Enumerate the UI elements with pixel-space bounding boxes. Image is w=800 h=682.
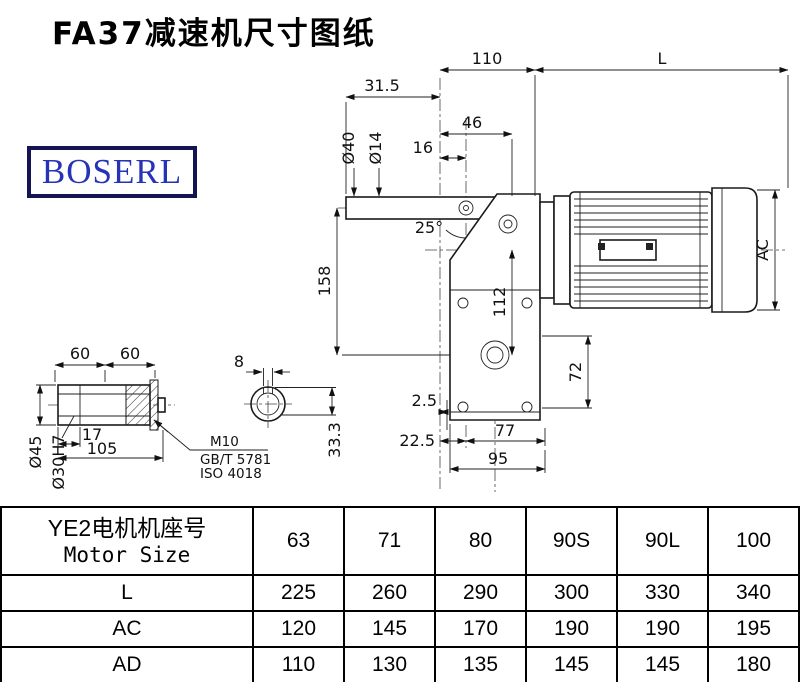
bushing-hatch <box>125 384 151 426</box>
dim-158: 158 <box>315 266 334 297</box>
dim-77: 77 <box>495 421 515 440</box>
cell: 145 <box>525 646 618 682</box>
engineering-drawing: 110 L 31.5 46 16 Ø40 Ø14 25° 158 1 <box>26 49 789 492</box>
page-title: FA37减速机尺寸图纸 <box>52 16 376 52</box>
header-col: 71 <box>343 506 436 576</box>
leader-line <box>61 415 75 439</box>
motor-size-table: YE2电机机座号 Motor Size 63 71 80 90S 90L 100… <box>0 506 800 682</box>
motor-flange <box>553 195 571 305</box>
callout-iso: ISO 4018 <box>200 466 262 482</box>
angle-arc <box>445 229 467 239</box>
cell: 130 <box>343 646 436 682</box>
input-cover-inner <box>503 219 513 229</box>
end-bolt <box>157 397 166 413</box>
cell: 145 <box>343 610 436 648</box>
main-view <box>338 78 785 492</box>
table-header-row: YE2电机机座号 Motor Size 63 71 80 90S 90L 100 <box>0 506 800 576</box>
dim-31-5: 31.5 <box>364 76 400 95</box>
dim-dia14: Ø14 <box>366 132 385 165</box>
dim-dia40: Ø40 <box>339 132 358 165</box>
bolt-hole <box>521 297 533 309</box>
row-label: AC <box>0 610 254 648</box>
cell: 330 <box>616 574 709 612</box>
header-col: 100 <box>707 506 800 576</box>
cell: 170 <box>434 610 527 648</box>
dim-72: 72 <box>566 362 585 382</box>
dim-16: 16 <box>413 138 433 157</box>
input-cover <box>498 214 518 234</box>
shaft-bore-circle <box>256 392 280 416</box>
dim-33-3: 33.3 <box>325 422 344 458</box>
dim-105: 105 <box>87 439 118 458</box>
dim-46: 46 <box>462 113 482 132</box>
dim-17: 17 <box>82 425 102 444</box>
output-bore-inner <box>486 346 504 364</box>
cell: 225 <box>252 574 345 612</box>
cell: 340 <box>707 574 800 612</box>
gearbox-housing <box>449 193 541 421</box>
dim-dia30h7: Ø30H7 <box>49 434 68 489</box>
shaft-od-circle <box>250 386 286 422</box>
motor-bolt <box>598 243 605 250</box>
header-col: 80 <box>434 506 527 576</box>
dim-112: 112 <box>490 287 509 318</box>
fan-cowl <box>711 187 758 313</box>
header-motor-size: YE2电机机座号 Motor Size <box>0 506 254 576</box>
bolt-hole <box>457 401 469 413</box>
cell: 195 <box>707 610 800 648</box>
dim-AC: AC <box>753 239 772 261</box>
header-motor-size-zh: YE2电机机座号 <box>47 515 207 542</box>
table-row: AD 110 130 135 145 145 180 <box>0 646 800 682</box>
dim-95: 95 <box>488 449 508 468</box>
header-col: 90S <box>525 506 618 576</box>
boserl-logo: BOSERL <box>27 146 197 198</box>
arm-hole <box>458 200 474 216</box>
dim-L: L <box>658 49 667 68</box>
dim-8: 8 <box>234 352 244 371</box>
dim-22-5: 22.5 <box>399 431 435 450</box>
cell: 300 <box>525 574 618 612</box>
cell: 260 <box>343 574 436 612</box>
cell: 120 <box>252 610 345 648</box>
dim-60b: 60 <box>120 344 140 363</box>
cell: 145 <box>616 646 709 682</box>
leader-arrow <box>153 419 169 433</box>
main-dimensions: 110 L 31.5 46 16 Ø40 Ø14 25° 158 1 <box>315 49 789 473</box>
header-col: 90L <box>616 506 709 576</box>
header-col: 63 <box>252 506 345 576</box>
row-label: L <box>0 574 254 612</box>
table-row: AC 120 145 170 190 190 195 <box>0 610 800 648</box>
callout-m10: M10 <box>210 434 239 450</box>
cell: 190 <box>525 610 618 648</box>
row-label: AD <box>0 646 254 682</box>
torque-arm <box>345 196 497 220</box>
arm-hole-inner <box>463 205 469 211</box>
bolt-hole <box>521 401 533 413</box>
callout-gbt: GB/T 5781 <box>200 452 271 468</box>
motor-bolt <box>646 243 653 250</box>
cell: 110 <box>252 646 345 682</box>
motor-adapter <box>539 201 555 299</box>
cell: 135 <box>434 646 527 682</box>
dim-25deg: 25° <box>415 218 443 237</box>
cell: 190 <box>616 610 709 648</box>
table-row: L 225 260 290 300 330 340 <box>0 574 800 612</box>
dim-2-5: 2.5 <box>412 391 437 410</box>
bolt-hole <box>457 297 469 309</box>
dim-60a: 60 <box>70 344 90 363</box>
header-motor-size-en: Motor Size <box>63 542 191 567</box>
shaft-detail-view: 60 60 Ø45 Ø30H7 17 105 M10 GB/T 5781 ISO… <box>26 344 271 490</box>
dim-dia45: Ø45 <box>26 436 45 469</box>
dim-110: 110 <box>472 49 503 68</box>
section-view: 8 33.3 <box>234 352 344 458</box>
cell: 180 <box>707 646 800 682</box>
cell: 290 <box>434 574 527 612</box>
motor-fins <box>574 192 708 308</box>
boserl-logo-text: BOSERL <box>41 152 183 191</box>
